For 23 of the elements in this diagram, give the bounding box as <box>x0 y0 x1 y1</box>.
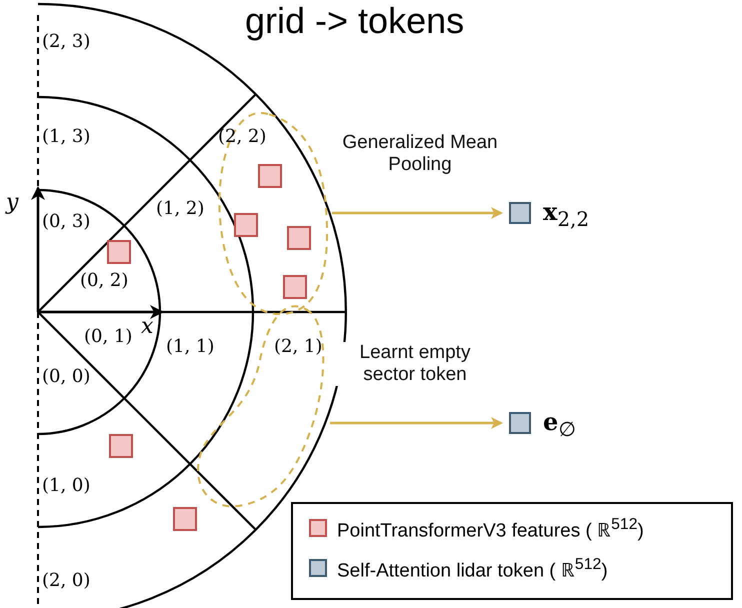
token-label: e$_{∅}$ <box>543 410 576 439</box>
cell-index-label: (2, 2) <box>218 128 266 146</box>
legend-text: PointTransformerV3 features ( ℝ$^{512}$) <box>337 516 644 542</box>
token-square <box>509 202 531 224</box>
cell-index-label: (0, 0) <box>42 368 90 386</box>
cell-index-label: (0, 3) <box>42 213 90 231</box>
axis-label: x <box>141 316 154 338</box>
legend-text: Self-Attention lidar token ( ℝ$^{512}$) <box>337 556 608 582</box>
arrow <box>332 207 503 219</box>
cell-index-label: (1, 3) <box>42 128 90 146</box>
cell-index-label: (1, 2) <box>156 200 204 218</box>
cell-index-label: (0, 2) <box>80 272 128 290</box>
cell-index-label: (2, 3) <box>42 33 90 51</box>
cell-index-label: (1, 0) <box>42 477 90 495</box>
token-label: x$_{2,2}$ <box>543 200 590 229</box>
cell-index-label: (0, 1) <box>84 328 132 346</box>
axis-label: y <box>6 192 18 214</box>
cell-index-label: (2, 1) <box>274 338 322 356</box>
title: grid -> tokens <box>245 0 464 42</box>
token-square <box>509 412 531 434</box>
cell-index-label: (1, 1) <box>166 338 214 356</box>
arrow <box>330 417 503 429</box>
cell-index-label: (2, 0) <box>42 572 90 590</box>
